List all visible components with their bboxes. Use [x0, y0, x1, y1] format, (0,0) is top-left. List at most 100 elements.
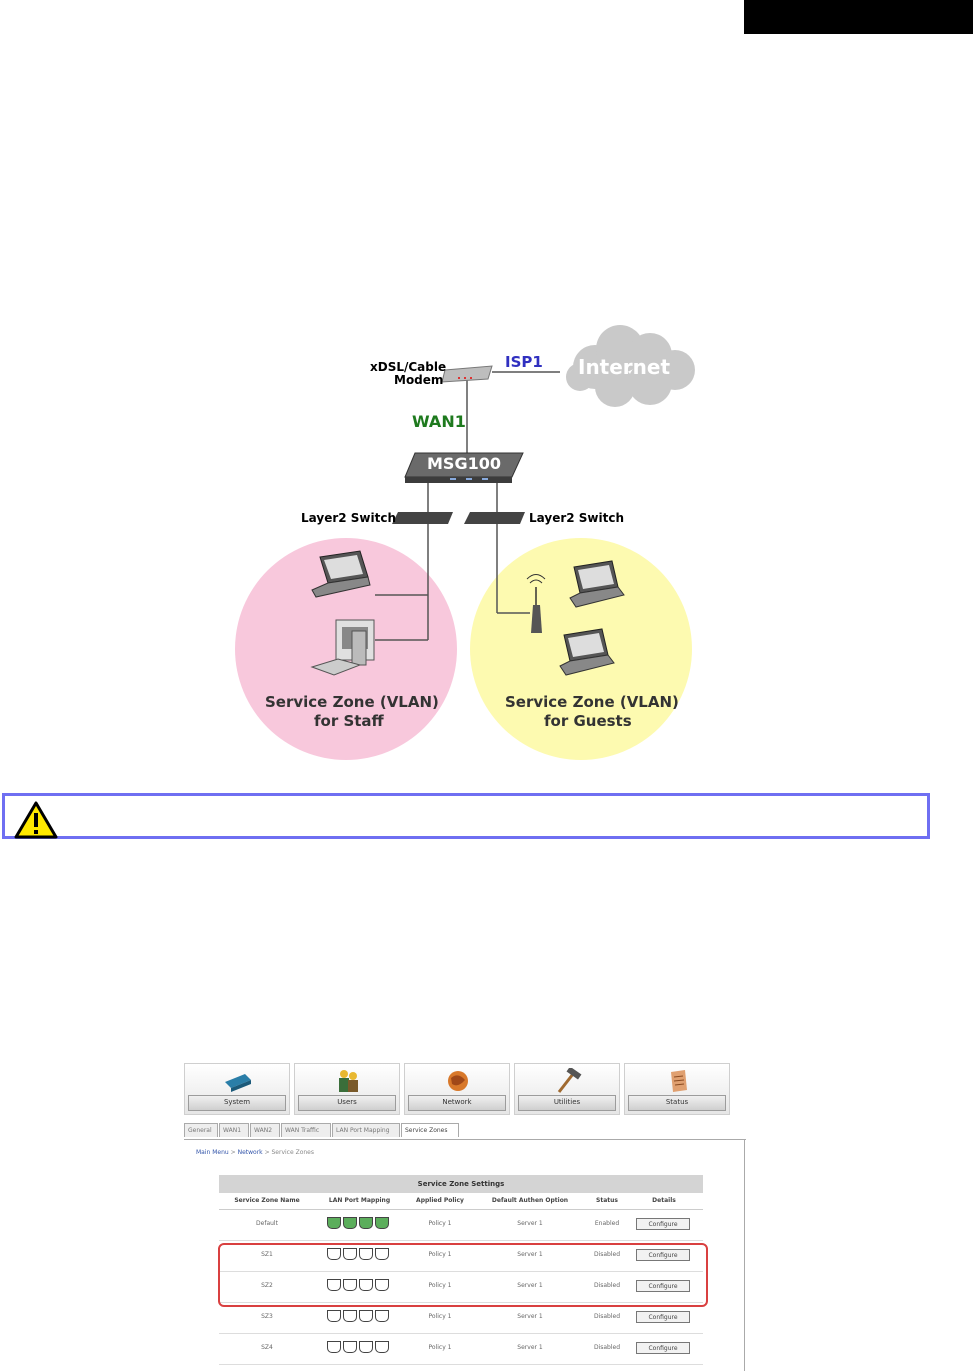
guest-zone-label-line2: for Guests	[544, 712, 632, 730]
system-device-icon	[225, 1074, 251, 1092]
lan-port-icon	[359, 1217, 373, 1229]
lan-port-icon	[327, 1248, 341, 1260]
configure-button[interactable]: Configure	[636, 1342, 690, 1354]
breadcrumb-separator: >	[230, 1149, 238, 1156]
breadcrumb-home-link[interactable]: Main Menu	[196, 1149, 229, 1156]
nav-network-button[interactable]: Network	[404, 1063, 510, 1115]
warning-triangle-icon	[14, 801, 58, 839]
main-nav: System Users Network Utilities Status	[184, 1063, 746, 1118]
hammer-icon	[557, 1068, 582, 1093]
col-header-details: Details	[652, 1197, 676, 1204]
lan-port-icon	[359, 1310, 373, 1322]
tab-service-zones[interactable]: Service Zones	[401, 1123, 459, 1137]
zone-name: SZ3	[261, 1313, 273, 1320]
lan-port-mapping	[327, 1310, 389, 1322]
lan-port-mapping	[327, 1341, 389, 1353]
tab-wan2[interactable]: WAN2	[250, 1123, 280, 1137]
tab-lan-port-mapping[interactable]: LAN Port Mapping	[332, 1123, 400, 1137]
configure-button[interactable]: Configure	[636, 1249, 690, 1261]
staff-desktop-icon	[310, 619, 375, 676]
service-zone-screenshot: System Users Network Utilities Status Ge…	[184, 1063, 746, 1371]
lan-port-icon	[375, 1279, 389, 1291]
nav-status-button[interactable]: Status	[624, 1063, 730, 1115]
auth-option: Server 1	[517, 1220, 543, 1227]
lan-port-icon	[359, 1279, 373, 1291]
lan-port-mapping	[327, 1217, 389, 1229]
tab-wan-traffic[interactable]: WAN Traffic	[281, 1123, 331, 1137]
highlight-box	[218, 1243, 708, 1307]
nav-users-button[interactable]: Users	[294, 1063, 400, 1115]
table-header-row: Service Zone Name LAN Port Mapping Appli…	[219, 1193, 703, 1210]
lan-port-icon	[327, 1217, 341, 1229]
diagram-graphics	[235, 325, 695, 760]
tab-divider	[184, 1139, 746, 1140]
configure-button[interactable]: Configure	[636, 1218, 690, 1230]
breadcrumb: Main Menu > Network > Service Zones	[196, 1149, 314, 1156]
nav-status-label: Status	[628, 1095, 726, 1111]
zone-status: Disabled	[593, 1282, 621, 1289]
staff-zone-label-line2: for Staff	[314, 712, 384, 730]
applied-policy: Policy 1	[428, 1220, 452, 1227]
left-switch-icon	[392, 512, 453, 524]
applied-policy: Policy 1	[428, 1313, 452, 1320]
network-diagram: xDSL/Cable Modem ISP1 Internet WAN1 MSG1…	[220, 315, 710, 760]
warning-box	[2, 793, 930, 839]
zone-name: Default	[256, 1220, 278, 1227]
nav-system-label: System	[188, 1095, 286, 1111]
guest-zone-label-line1: Service Zone (VLAN)	[505, 693, 679, 711]
configure-button[interactable]: Configure	[636, 1311, 690, 1323]
tab-general[interactable]: General	[184, 1123, 218, 1137]
col-header-policy: Applied Policy	[416, 1197, 464, 1204]
table-title: Service Zone Settings	[219, 1175, 703, 1193]
wan-label: WAN1	[412, 412, 466, 431]
auth-option: Server 1	[517, 1282, 543, 1289]
nav-network-label: Network	[408, 1095, 506, 1111]
zone-status: Disabled	[593, 1251, 621, 1258]
internet-label: Internet	[578, 355, 671, 379]
msg100-device-icon	[404, 452, 524, 483]
lan-port-icon	[343, 1279, 357, 1291]
col-header-status: Status	[596, 1197, 618, 1204]
auth-option: Server 1	[517, 1344, 543, 1351]
nav-users-label: Users	[298, 1095, 396, 1111]
modem-icon	[441, 365, 493, 383]
tab-wan1[interactable]: WAN1	[219, 1123, 249, 1137]
breadcrumb-current: Service Zones	[271, 1149, 314, 1156]
right-switch-label: Layer2 Switch	[529, 511, 625, 525]
nav-system-button[interactable]: System	[184, 1063, 290, 1115]
zone-name: SZ2	[261, 1282, 273, 1289]
zone-status: Disabled	[593, 1313, 621, 1320]
modem-label-line2: Modem	[394, 373, 444, 387]
lan-port-icon	[375, 1341, 389, 1353]
lan-port-mapping	[327, 1248, 389, 1260]
nav-utilities-button[interactable]: Utilities	[514, 1063, 620, 1115]
wires	[375, 371, 560, 641]
lan-port-icon	[375, 1310, 389, 1322]
col-header-name: Service Zone Name	[234, 1197, 300, 1204]
applied-policy: Policy 1	[428, 1344, 452, 1351]
breadcrumb-separator: >	[264, 1149, 272, 1156]
lan-port-icon	[327, 1279, 341, 1291]
network-globe-icon	[448, 1071, 468, 1091]
status-clipboard-icon	[671, 1070, 687, 1092]
lan-port-icon	[375, 1217, 389, 1229]
table-row: SZ1 Policy 1 Server 1 Disabled Configure	[219, 1241, 703, 1272]
lan-port-icon	[343, 1248, 357, 1260]
auth-option: Server 1	[517, 1313, 543, 1320]
breadcrumb-section-link[interactable]: Network	[237, 1149, 263, 1156]
col-header-auth: Default Authen Option	[491, 1197, 569, 1204]
configure-button[interactable]: Configure	[636, 1280, 690, 1292]
applied-policy: Policy 1	[428, 1251, 452, 1258]
lan-port-icon	[375, 1248, 389, 1260]
lan-port-icon	[343, 1341, 357, 1353]
internet-cloud-icon	[566, 325, 695, 407]
guest-laptop-2-icon	[559, 628, 615, 676]
nav-utilities-label: Utilities	[518, 1095, 616, 1111]
table-row: SZ4 Policy 1 Server 1 Disabled Configure	[219, 1334, 703, 1365]
lan-port-mapping	[327, 1279, 389, 1291]
msg100-label: MSG100	[427, 454, 501, 473]
users-icon	[339, 1070, 358, 1092]
guest-laptop-icon	[569, 560, 625, 608]
lan-port-icon	[343, 1310, 357, 1322]
lan-port-icon	[343, 1217, 357, 1229]
